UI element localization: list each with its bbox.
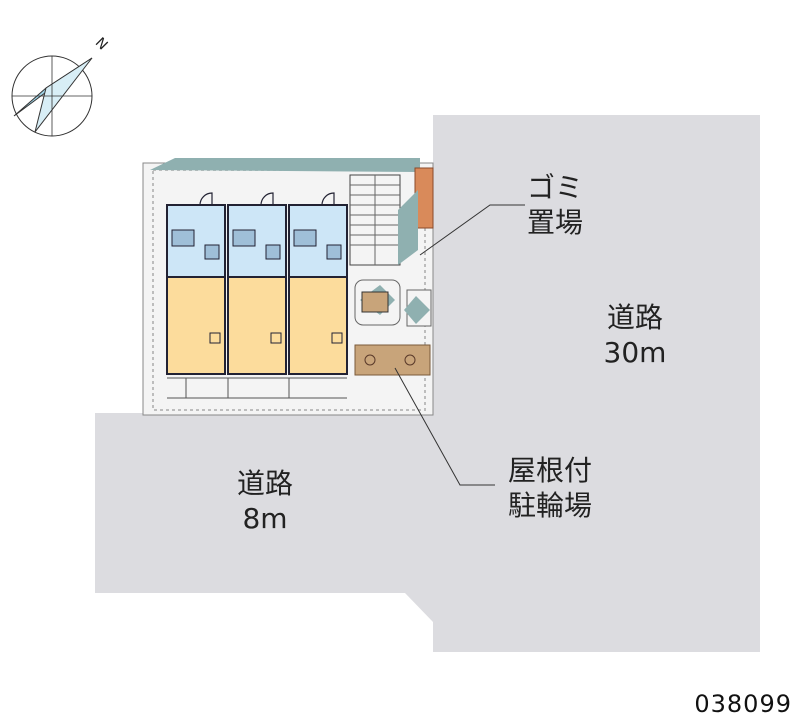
side-road-name: 道路 bbox=[236, 467, 293, 500]
garbage-area-label: ゴミ 置場 bbox=[500, 170, 610, 240]
main-road-label: 道路 30m bbox=[575, 300, 695, 370]
bike-parking-label: 屋根付 駐輪場 bbox=[470, 453, 630, 523]
bike-label-line2: 駐輪場 bbox=[507, 489, 592, 522]
bike-parking bbox=[354, 279, 432, 376]
garbage-label-line2: 置場 bbox=[526, 206, 583, 239]
bike-leader bbox=[394, 367, 495, 486]
side-road-width: 8m bbox=[242, 502, 288, 535]
main-road-width: 30m bbox=[603, 336, 667, 369]
property-code: 038099 bbox=[694, 690, 792, 718]
teal-corner bbox=[398, 190, 418, 265]
stairs bbox=[349, 174, 401, 266]
road-main bbox=[95, 115, 760, 652]
building-roof-edge bbox=[150, 158, 420, 172]
compass-icon bbox=[11, 55, 93, 137]
garbage-label-line1: ゴミ bbox=[526, 171, 583, 204]
garbage-leader bbox=[419, 204, 525, 256]
side-road-label: 道路 8m bbox=[200, 466, 330, 536]
main-road-name: 道路 bbox=[606, 301, 663, 334]
building bbox=[166, 192, 348, 399]
compass-north-label: N bbox=[92, 35, 111, 54]
bike-label-line1: 屋根付 bbox=[507, 454, 592, 487]
